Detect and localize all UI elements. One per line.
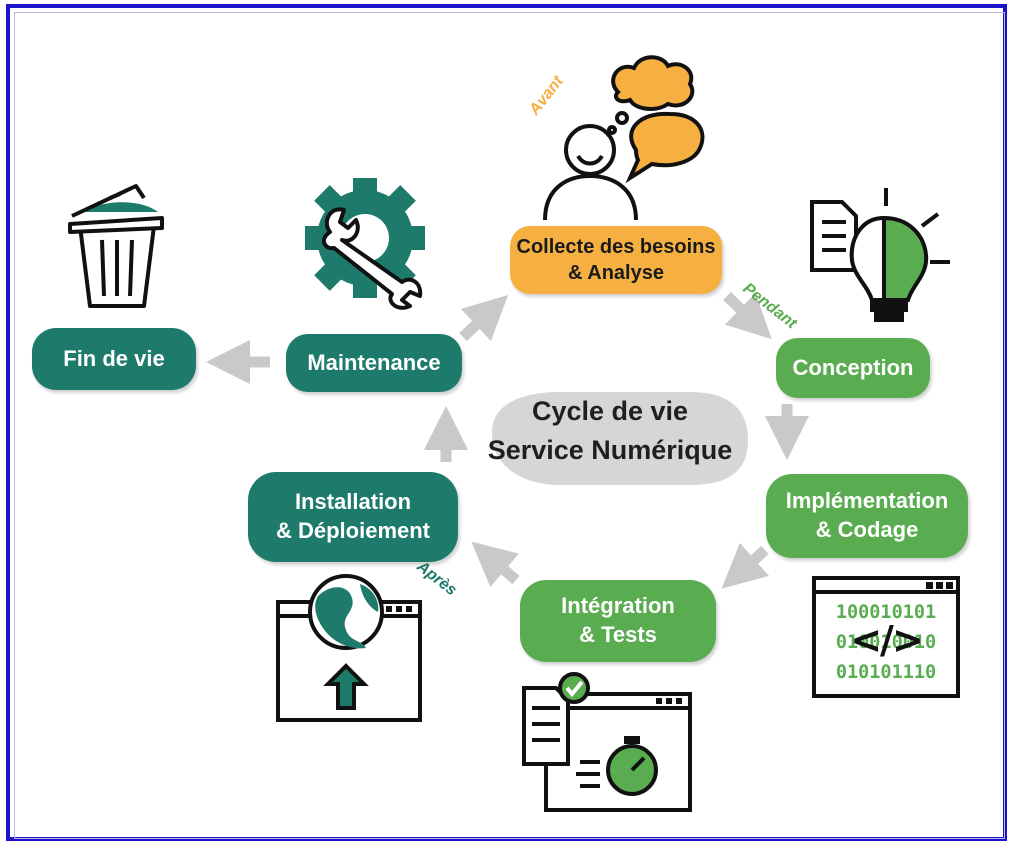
step-integration-tests: Intégration & Tests	[520, 580, 716, 662]
center-blob	[492, 392, 748, 485]
binary-row: 010010010	[835, 632, 937, 653]
code-symbol: </>	[850, 618, 924, 662]
arrow-collecte-to-conception	[723, 292, 772, 340]
title-line1: Cycle de vie	[531, 396, 689, 426]
step-installation-line2: & Déploiement	[275, 518, 431, 543]
step-implementation-codage: Implémentation & Codage	[766, 474, 968, 558]
binary-text: 100010101 010010010 010101110	[818, 598, 954, 688]
trash-icon	[68, 184, 164, 308]
binary-code-window-icon	[812, 576, 960, 698]
step-installation-line1: Installation	[294, 489, 412, 515]
step-maintenance-label: Maintenance	[307, 349, 441, 375]
inner-border	[14, 12, 1005, 839]
arrow-maintenance-to-collecte	[459, 295, 509, 342]
title-line2: Service Numérique	[487, 435, 733, 466]
step-conception-label: Conception	[792, 354, 914, 380]
lightbulb-document-icon	[810, 188, 950, 322]
diagram-title: Cycle de vie Service Numérique	[460, 392, 760, 470]
binary-row: 010101110	[835, 662, 937, 683]
step-integration-line1: Intégration	[561, 593, 675, 619]
gear-wrench-icon	[305, 178, 425, 310]
step-implementation-line1: Implémentation	[785, 488, 949, 514]
thinking-person-icon	[543, 55, 705, 221]
arrow-integration-to-installation	[471, 541, 520, 588]
step-integration-line2: & Tests	[579, 622, 657, 647]
step-collecte-line1: Collecte des besoins	[516, 236, 716, 258]
test-window-icon	[522, 672, 692, 812]
binary-row: 100010101	[835, 602, 937, 623]
step-fin-label: Fin de vie	[63, 345, 165, 371]
step-fin-de-vie: Fin de vie	[32, 328, 196, 390]
globe-upload-window-icon	[276, 574, 422, 722]
step-collecte-line2: & Analyse	[568, 262, 664, 284]
step-installation-deploiement: Installation & Déploiement	[248, 472, 458, 562]
step-implementation-line2: & Codage	[815, 517, 919, 542]
arrow-implementation-to-integration	[721, 542, 770, 589]
step-conception: Conception	[776, 338, 930, 398]
step-collecte-analyse: Collecte des besoins & Analyse	[510, 226, 722, 294]
step-maintenance: Maintenance	[286, 334, 462, 392]
